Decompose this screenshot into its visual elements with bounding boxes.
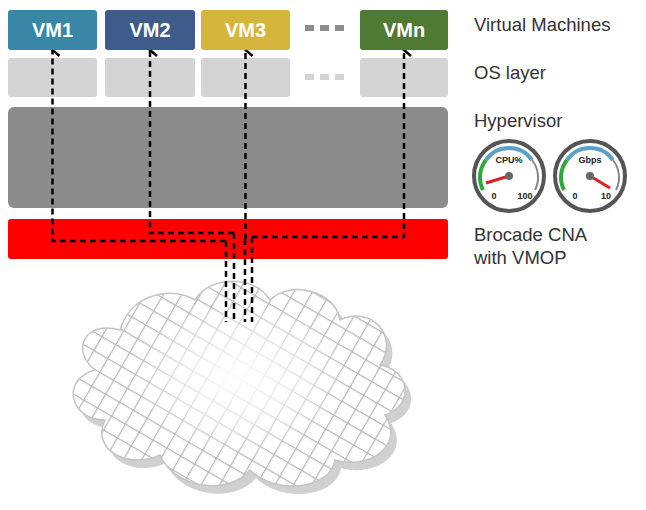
vm-name: VMn	[383, 19, 425, 42]
vm-name: VM2	[129, 19, 170, 42]
gauge-scale: 0	[491, 191, 496, 201]
layer-label: Hypervisor	[474, 110, 562, 132]
data-path	[252, 50, 404, 237]
vm-name: VM1	[32, 19, 73, 42]
vm-box: VM3	[201, 10, 290, 50]
vm-box: VMn	[360, 10, 448, 50]
os-layer-boxes	[8, 58, 448, 97]
gauge-title: CPU%	[495, 155, 522, 165]
data-path	[244, 50, 247, 239]
network-drops	[226, 233, 252, 322]
throughput-gauge	[555, 141, 625, 211]
gauge-scale: 100	[517, 191, 532, 201]
gauge-title: Gbps	[578, 155, 601, 165]
network-cloud	[73, 281, 411, 494]
gauge-scale: 0	[572, 191, 577, 201]
hypervisor-band	[8, 107, 448, 208]
data-path	[150, 50, 234, 233]
gauge-scale: 10	[601, 191, 611, 201]
vm-box: VM2	[105, 10, 195, 50]
cna-bar	[8, 219, 448, 259]
data-path	[53, 50, 227, 241]
component-label: Brocade CNA with VMOP	[474, 223, 614, 269]
vm-name: VM3	[225, 19, 266, 42]
vm-box: VM1	[8, 10, 97, 50]
cna-bar: Brocade CNA with VMOP	[8, 219, 448, 259]
cpu-gauge	[474, 141, 544, 211]
ellipsis	[305, 25, 344, 31]
layer-label: Virtual Machines	[474, 14, 610, 36]
layer-label: OS layer	[474, 62, 546, 84]
